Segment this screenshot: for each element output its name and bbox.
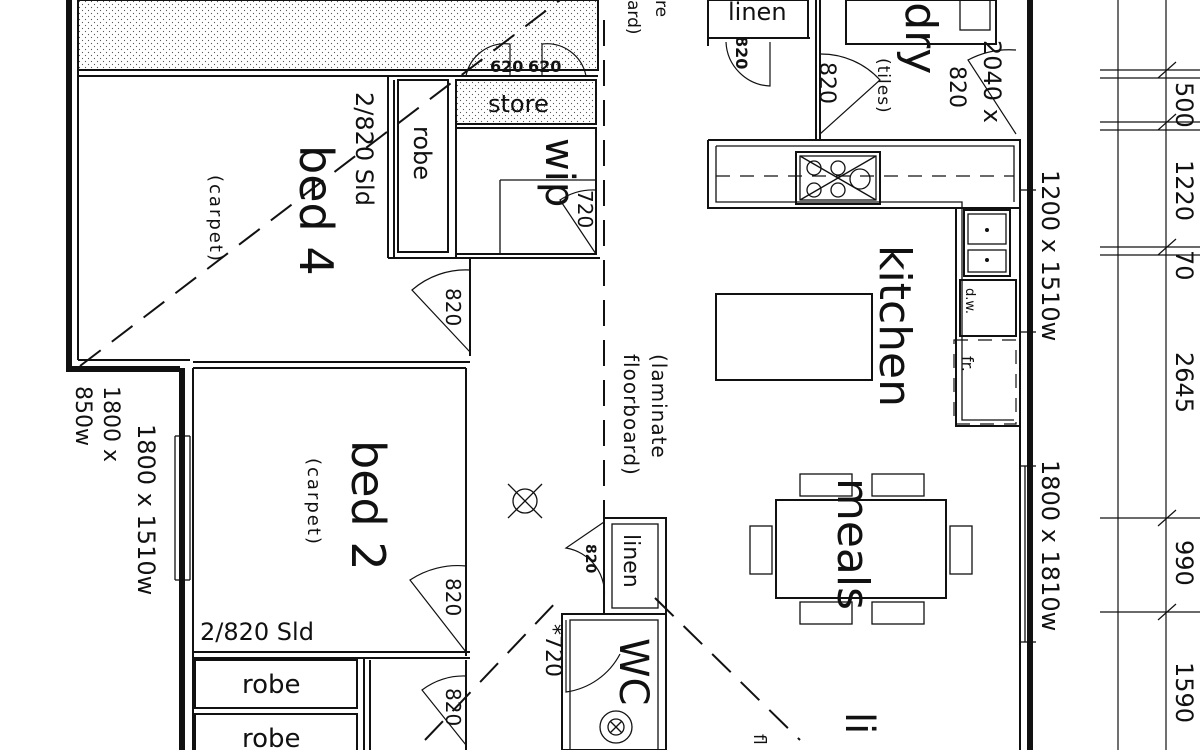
bed4-door-label: 820: [441, 288, 465, 326]
wc-door-swing: [565, 620, 621, 693]
bed2-finish-label: (carpet): [303, 458, 324, 546]
dim-990: 990: [1170, 540, 1198, 586]
hall-finish-label-2: floorboard): [619, 354, 643, 476]
bed2-room: [193, 368, 470, 750]
dishwasher-label: d.w.: [962, 288, 977, 314]
bed4-window-label-1: 1800 x: [98, 386, 123, 462]
linen-top-label: linen: [728, 0, 787, 26]
door-620-b: 620: [528, 57, 561, 76]
cooktop: [795, 151, 881, 205]
linen-top-door-label: 820: [732, 36, 751, 69]
roof-line-bed4: [79, 0, 561, 367]
bed4-room: [193, 76, 471, 369]
ldry-window-label: 2040 x: [978, 40, 1006, 123]
dimension-lines: [1100, 0, 1200, 750]
fridge-space: [953, 339, 1017, 425]
bed4-finish-label: (carpet): [205, 175, 226, 263]
store-label: store: [488, 90, 549, 118]
robe-bed4-sld-label: 2/820 Sld: [350, 92, 378, 206]
dim-70: 70: [1170, 250, 1198, 281]
floorboard-partial-label: fl: [749, 734, 769, 745]
top-partial-label-b: ard): [623, 0, 643, 35]
robe-bed4-label: robe: [408, 126, 436, 180]
ldry-finish-label: (tiles): [873, 58, 893, 114]
top-partial-label-a: re: [651, 0, 671, 17]
meals-window-label: 1800 x 1810w: [1036, 460, 1064, 631]
store-room: [455, 79, 597, 125]
kitchen-window-label: 1200 x 1510w: [1036, 170, 1064, 341]
lower-door-label: 820: [441, 688, 465, 726]
fridge-label: fr.: [958, 356, 977, 372]
bed4-window-label-2: 850w: [70, 386, 95, 446]
stippled-room: [77, 0, 599, 71]
roof-line-meals: [654, 597, 801, 741]
ldry-door-a-label: 820: [814, 62, 839, 104]
roof-line-lower: [424, 597, 561, 741]
bed2-door-label: 820: [441, 578, 465, 616]
ldry-door-swing-a: [819, 53, 881, 135]
robe-bed2-b-label: robe: [242, 724, 301, 750]
dim-2645: 2645: [1170, 352, 1198, 413]
ldry-door-b-label: 820: [944, 66, 969, 108]
bed4-label: bed 4: [289, 145, 343, 276]
wc-door-label: *720: [540, 624, 565, 677]
dim-500: 500: [1170, 82, 1198, 128]
kitchen-island: [715, 293, 873, 381]
dishwasher: [959, 279, 1017, 337]
bed2-door-swing: [409, 564, 467, 653]
kitchen-window: [1020, 189, 1036, 333]
wip-room: [455, 127, 600, 259]
ldry-label: ldry: [895, 0, 946, 74]
living-partial-label: li: [836, 712, 882, 734]
ldry-door-swing-b: [967, 49, 1017, 135]
meals-table: [749, 473, 973, 625]
linen-mid-label: linen: [618, 534, 643, 588]
robe-bed2-a-label: robe: [242, 670, 301, 700]
bed2-window-label: 1800 x 1510w: [132, 424, 160, 595]
linen-top-door-swing: [725, 41, 771, 87]
laundry-room: [707, 0, 997, 140]
lower-door-swing: [421, 675, 467, 746]
wc-room: [561, 613, 667, 750]
kitchen-label: kitchen: [869, 245, 920, 407]
kitchen-sink: [963, 209, 1011, 277]
wip-label: wip: [536, 138, 582, 207]
bed2-window: [174, 435, 191, 581]
meals-label: meals: [827, 478, 878, 610]
kitchen-bench: [707, 139, 1021, 427]
bed2-label: bed 2: [341, 440, 395, 571]
linen-door-swing: [564, 521, 606, 601]
wip-door-label: 720: [573, 190, 597, 228]
hall-finish-label-1: (laminate: [647, 354, 671, 459]
dim-1590: 1590: [1170, 662, 1198, 723]
linen-door-label: 820: [582, 544, 598, 573]
bed4-door-swing: [411, 269, 471, 353]
door-620-a: 620: [490, 57, 523, 76]
meals-window: [1020, 465, 1036, 643]
dim-1220: 1220: [1170, 160, 1198, 221]
bed2-sld-label: 2/820 Sld: [200, 618, 314, 646]
light-fitting: [507, 483, 543, 519]
wc-label: WC: [610, 638, 656, 705]
